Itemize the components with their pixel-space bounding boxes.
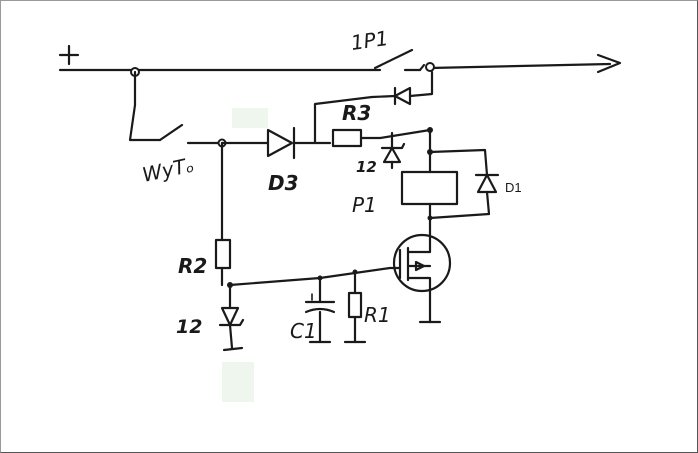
label-relay: P1	[352, 193, 377, 217]
resistor-r3	[313, 70, 434, 150]
zener-bottom-icon	[220, 306, 240, 327]
capacitor-c1	[304, 276, 336, 344]
resistor-r2	[214, 238, 232, 270]
left-branch	[214, 138, 245, 352]
label-zener-bottom: 12	[176, 316, 202, 338]
label-zener-top: 12	[356, 158, 377, 176]
mosfet	[392, 230, 452, 324]
label-switch: WyTₒ	[140, 153, 196, 187]
gate-rail	[228, 266, 402, 287]
label-d3: D3	[268, 171, 299, 195]
label-r1: R1	[364, 303, 391, 327]
label-relay-contact: 1P1	[349, 26, 389, 55]
label-d1: D1	[505, 180, 522, 195]
label-r2: R2	[178, 254, 207, 278]
label-r3: R3	[342, 101, 371, 125]
smudge-bottom	[222, 362, 254, 402]
positive-rail	[58, 53, 622, 77]
zener-top-icon	[380, 142, 406, 170]
switch-wyto	[128, 70, 224, 145]
label-c1: C1	[290, 319, 317, 343]
smudge-top	[232, 108, 268, 128]
diode-d3	[220, 126, 332, 160]
relay-p1	[400, 128, 500, 234]
plus-terminal-icon	[58, 44, 80, 66]
diode-d1-icon	[476, 173, 498, 194]
relay-contact-1p1	[373, 48, 426, 72]
resistor-r1	[343, 270, 367, 344]
